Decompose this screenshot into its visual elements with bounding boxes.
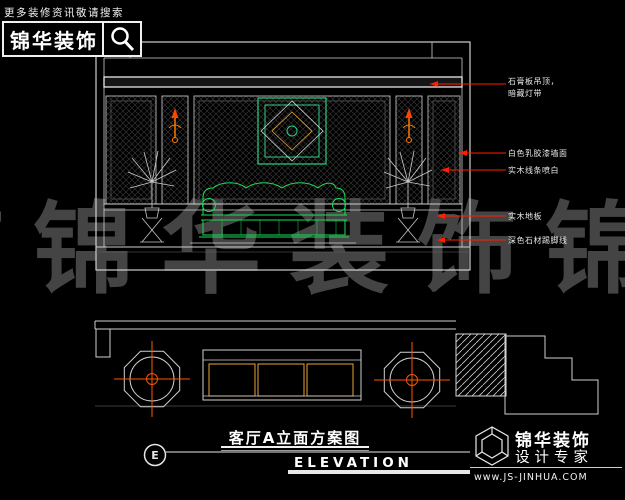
elevation-underline — [288, 470, 470, 474]
elevation-symbol-letter: E — [151, 449, 159, 462]
plan-drawing — [94, 320, 599, 418]
footer-tagline: 设计专家 — [515, 450, 593, 466]
elevation-label: ELEVATION — [294, 455, 413, 471]
crown-molding — [103, 76, 463, 88]
plan-plant-left — [114, 341, 190, 417]
wall-panels — [105, 95, 461, 205]
elevation-symbol: E — [143, 443, 470, 467]
title-underline — [221, 446, 369, 448]
annotation-line: 石膏板吊顶， — [508, 77, 559, 86]
jinhua-logo-icon — [475, 426, 509, 466]
leader-lines — [430, 81, 506, 243]
elevation-drawing — [95, 41, 471, 271]
plan-steps — [504, 335, 599, 415]
plant-right — [383, 150, 433, 243]
annotation-wall: 白色乳胶漆墙面 — [508, 149, 568, 158]
annotation-floor: 实木地板 — [508, 212, 542, 221]
header-tagline: 更多装修资讯敬请搜索 — [4, 7, 124, 19]
title-underline-thin — [221, 450, 369, 451]
wall-sconce-right — [402, 108, 416, 143]
brand-logo-box: 锦华装饰 — [2, 21, 142, 57]
brand-name: 锦华装饰 — [10, 28, 98, 53]
footer-divider — [470, 467, 622, 468]
annotation-ceiling: 石膏板吊顶， 暗藏灯带 — [508, 76, 559, 99]
plan-sofa — [202, 349, 362, 401]
wall-sconce-left — [168, 108, 182, 143]
sofa — [190, 182, 356, 244]
annotation-skirting: 深色石材踢脚线 — [508, 236, 568, 245]
annotation-trim: 实木线条喷白 — [508, 166, 559, 175]
decor-panel — [257, 97, 327, 165]
annotation-line: 暗藏灯带 — [508, 88, 542, 98]
plan-plant-right — [374, 342, 450, 418]
plan-section-hatch — [455, 333, 507, 397]
footer-brand: 锦华装饰 — [515, 431, 591, 451]
drawing-title: 客厅A立面方案图 — [228, 429, 362, 447]
search-icon[interactable] — [102, 23, 140, 55]
footer-website-link[interactable]: www.JS-JINHUA.COM — [474, 472, 588, 483]
plant-left — [127, 150, 177, 243]
